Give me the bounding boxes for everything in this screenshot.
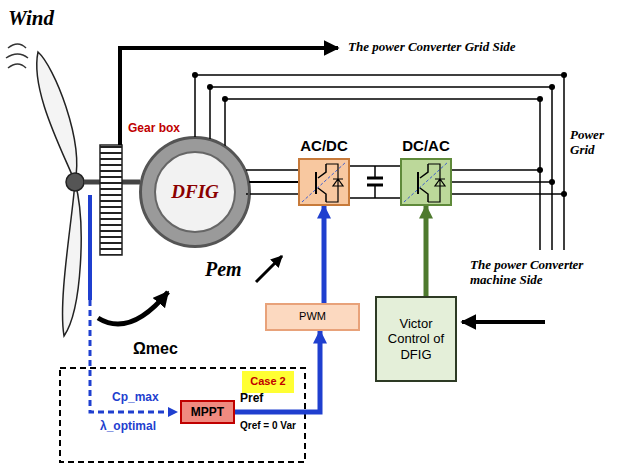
signal-name: Cp_max [112, 391, 159, 405]
inverter-box: DC/AC [400, 158, 452, 206]
speed-symbol: Ωmec [133, 340, 178, 358]
wind-label: Wind [8, 6, 54, 30]
generator-circle: DFIG [140, 137, 250, 247]
stator-wires [195, 75, 564, 250]
signal-arrow [235, 331, 320, 412]
part-name: Gear box [128, 122, 180, 136]
converter-label: The power Converter Grid Side [348, 40, 516, 55]
vector-control-box: Victor Control of DFIG [375, 296, 457, 382]
grid-side-arrow [120, 48, 338, 145]
machine-side-arrow [462, 320, 545, 324]
signal-name: Qref = 0 Var [240, 420, 296, 432]
pem-arrow [256, 256, 282, 282]
gear-box [100, 145, 122, 255]
wire [248, 181, 298, 183]
signal-arrow [424, 206, 429, 296]
box-label: PWM [296, 310, 329, 323]
speed-signal [88, 195, 92, 300]
signal-arrow [322, 206, 327, 303]
power-symbol: Pem [205, 258, 242, 281]
signal-name: λ_optimal [100, 420, 156, 434]
wire [350, 165, 400, 167]
box-heading: AC/DC [300, 137, 348, 155]
grid-label: Power Grid [570, 128, 626, 158]
box-label: Case 2 [247, 375, 288, 388]
pwm-box: PWM [265, 303, 360, 331]
box-label: DFIG [168, 181, 222, 204]
speed-signal-dashed [90, 300, 177, 412]
igbt-symbol [402, 160, 450, 204]
box-label: MPPT [188, 405, 227, 419]
box-label: Victor Control of DFIG [377, 316, 455, 363]
converter-label: The power Converter machine Side [470, 258, 620, 288]
rotor-blades [37, 52, 84, 336]
omega-arrow [98, 292, 168, 324]
igbt-symbol [300, 160, 348, 204]
case-tag: Case 2 [242, 371, 294, 393]
mppt-box: MPPT [180, 400, 235, 424]
dfig-housing [140, 137, 250, 247]
signal-name: Pref [240, 392, 263, 406]
box-heading: DC/AC [402, 137, 450, 155]
wind-lines [6, 44, 28, 68]
mppt-control-frame [60, 368, 305, 462]
rectifier-box: AC/DC [298, 158, 350, 206]
